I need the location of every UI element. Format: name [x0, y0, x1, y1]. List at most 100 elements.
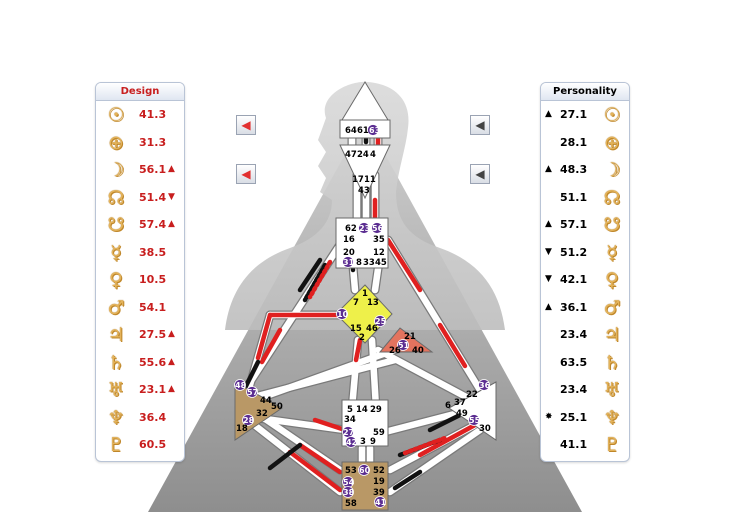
design-row: ☊51.4▼	[96, 184, 184, 212]
personality-value: 51.2	[560, 245, 588, 259]
design-row: ♅23.1▲	[96, 376, 184, 404]
design-prev-button[interactable]: ◀	[236, 115, 256, 135]
neptune-icon: ♆	[107, 406, 125, 429]
design-value: 57.4	[139, 218, 167, 231]
design-value: 51.4	[139, 190, 167, 204]
south-node-icon: ☋	[603, 214, 621, 236]
design-arrow: ▲	[168, 384, 175, 394]
design-row: ♂54.1	[96, 294, 184, 322]
design-title: Design	[96, 83, 184, 101]
gate-21: 21	[404, 332, 416, 342]
moon-icon: ☽	[603, 159, 621, 181]
personality-row: 23.4♃	[541, 321, 629, 349]
gate-52: 52	[373, 466, 385, 476]
personality-arrow: ▲	[545, 109, 552, 119]
gate-51: 51	[398, 341, 410, 350]
design-row: ☋57.4▲	[96, 211, 184, 239]
design-next-button[interactable]: ◀	[236, 164, 256, 184]
gate-16: 16	[343, 235, 355, 245]
personality-next-button[interactable]: ◀	[470, 164, 490, 184]
saturn-icon: ♄	[603, 351, 621, 374]
design-value: 27.5	[139, 328, 167, 341]
moon-icon: ☽	[107, 159, 125, 181]
gate-3: 3	[360, 437, 366, 447]
personality-value: 27.1	[560, 108, 588, 121]
design-row: ☉41.3	[96, 101, 184, 129]
uranus-icon: ♅	[603, 379, 621, 401]
sun-icon: ☉	[603, 104, 621, 126]
gate-54: 54	[343, 478, 355, 487]
personality-row: ▲36.1♂	[541, 294, 629, 322]
personality-title: Personality	[541, 83, 629, 101]
mars-icon: ♂	[107, 296, 125, 319]
personality-row: ▼42.1♀	[541, 266, 629, 294]
personality-value: 51.1	[560, 190, 588, 204]
design-value: 36.4	[139, 410, 167, 424]
gate-31: 31	[343, 258, 355, 267]
design-row: ⊕31.3	[96, 129, 184, 157]
personality-row: 28.1 ⊕	[541, 129, 629, 157]
gate-46: 46	[366, 324, 378, 334]
gate-19: 19	[373, 477, 385, 487]
personality-value: 23.4	[560, 328, 588, 341]
design-arrow: ▲	[168, 329, 175, 339]
design-row: ♄55.6▲	[96, 349, 184, 377]
gate-36: 36	[479, 381, 491, 390]
gate-33: 33	[363, 258, 375, 268]
left-arrow-gray-icon: ◀	[475, 167, 485, 181]
design-row: ♃27.5▲	[96, 321, 184, 349]
gate-24: 24	[357, 150, 369, 160]
design-row: ♇60.5	[96, 431, 184, 459]
north-node-icon: ☊	[603, 186, 621, 209]
earth-icon: ⊕	[604, 131, 620, 154]
ajna-center	[339, 144, 391, 200]
gate-34: 34	[344, 415, 356, 425]
gate-61: 61	[357, 126, 369, 136]
personality-row: 63.5♄	[541, 349, 629, 377]
earth-icon: ⊕	[108, 131, 124, 154]
personality-value: 42.1	[560, 273, 588, 286]
gate-63: 63	[369, 126, 380, 135]
gate-10: 10	[337, 310, 349, 319]
personality-value: 57.1	[560, 218, 588, 231]
gate-32: 32	[256, 409, 268, 419]
venus-icon: ♀	[605, 269, 619, 291]
design-row: ☽56.1▲	[96, 156, 184, 184]
personality-panel: Personality ▲27.1☉ 28.1⊕ ▲48.3☽ 51.1☊ ▲5…	[540, 82, 630, 462]
personality-value: 28.1	[560, 135, 588, 149]
gate-25: 25	[375, 317, 387, 326]
mercury-icon: ☿	[606, 241, 618, 264]
personality-row: ▼51.2☿	[541, 239, 629, 267]
design-rows: ☉41.3 ⊕31.3 ☽56.1▲ ☊51.4▼ ☋57.4▲ ☿38.5 ♀…	[96, 101, 184, 459]
design-value: 23.1	[139, 383, 167, 396]
gate-26: 26	[389, 346, 401, 356]
design-row: ♀10.5	[96, 266, 184, 294]
gate-12: 12	[373, 248, 385, 258]
gate-27: 27	[343, 428, 354, 437]
gate-14: 14	[356, 405, 368, 415]
gate-30: 30	[479, 424, 491, 434]
design-row: ☿38.5	[96, 239, 184, 267]
gate-64: 64	[345, 126, 357, 136]
personality-row: ▲ 27.1 ☉	[541, 101, 629, 129]
gate-41: 41	[375, 498, 387, 507]
gate-45: 45	[375, 258, 387, 268]
personality-arrow: ✸	[545, 411, 553, 422]
gate-8: 8	[356, 258, 362, 268]
gate-28: 28	[243, 416, 255, 425]
personality-arrow: ▲	[545, 164, 552, 174]
personality-arrow: ▲	[545, 301, 552, 312]
design-value: 10.5	[139, 273, 167, 286]
design-row: ♆ 36.4	[96, 404, 184, 432]
design-arrow: ▲	[168, 164, 175, 174]
gate-11: 11	[364, 175, 376, 185]
design-arrow: ▲	[168, 219, 175, 229]
design-value: 41.3	[139, 108, 167, 121]
personality-prev-button[interactable]: ◀	[470, 115, 490, 135]
gate-42: 42	[346, 438, 357, 447]
gate-53: 53	[345, 466, 357, 476]
gate-35: 35	[373, 235, 385, 245]
gate-38: 38	[343, 488, 355, 497]
gate-60: 60	[359, 466, 371, 475]
gate-58: 58	[345, 499, 357, 509]
